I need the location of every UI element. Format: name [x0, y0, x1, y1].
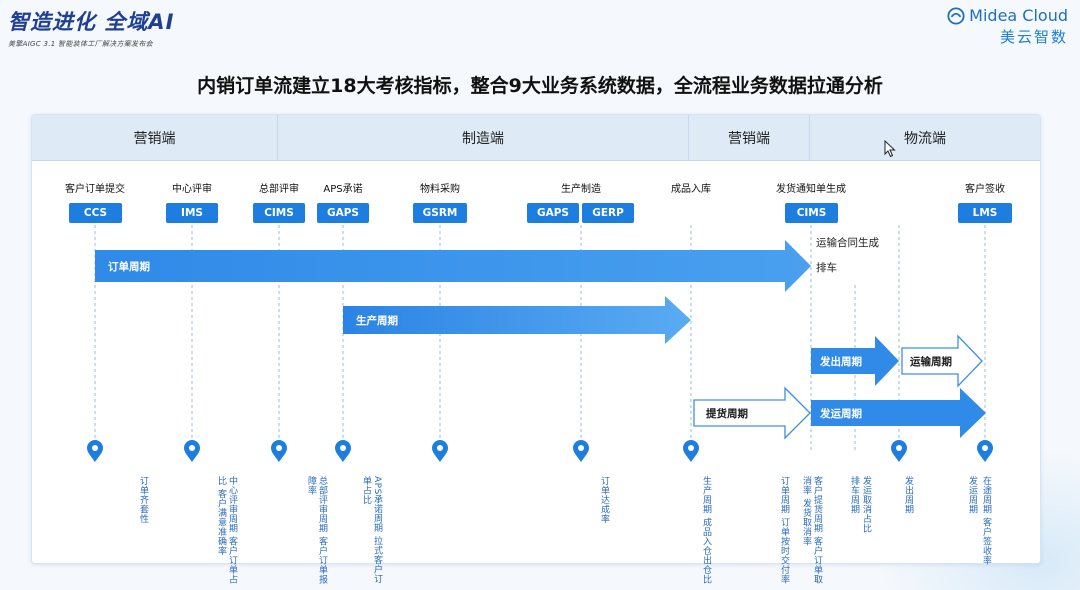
company-logo: Midea Cloud 美云智数: [947, 6, 1068, 47]
metric-text: 订单达成率: [599, 476, 609, 524]
system-badge-gaps: GAPS: [317, 203, 369, 223]
metric-column: 在途周期 客户签收率: [980, 476, 991, 565]
brand-name-cn: 美云智数: [999, 28, 1068, 46]
step-center-review: 中心评审: [172, 184, 212, 195]
metric-column: 中心评审周期 客户订单占比 客户满意准确率: [215, 476, 237, 590]
metric-text: 排车周期: [849, 476, 859, 514]
event-branding: 智造进化 全域AI 美擎AIGC 3.1 智能装体工厂解决方案发布会: [8, 6, 174, 49]
metric-column: APS承诺周期 拉式客户订单占比: [360, 476, 382, 590]
metric-text: 拉式客户订单占比: [361, 476, 382, 584]
metric-text: 客户订单占比: [216, 476, 237, 584]
location-pin-icon: [271, 440, 287, 462]
step-customer-sign: 客户签收: [965, 184, 1005, 195]
production-cycle-arrow: [343, 296, 691, 344]
metric-text: 订单周期: [779, 476, 789, 514]
metric-column: 客户提货周期 客户订单取消率 发货取消率: [800, 476, 822, 590]
metric-column: 总部评审周期 客户订单报障率: [305, 476, 327, 590]
production-cycle-label: 生产周期: [356, 314, 398, 327]
transport-arrow: [901, 334, 983, 388]
event-slogan: 智造进化 全域AI: [8, 10, 175, 34]
metric-text: 客户签收率: [981, 517, 991, 565]
order-cycle-label: 订单周期: [108, 260, 150, 273]
mouse-cursor-icon: [884, 140, 896, 158]
step-hq-review: 总部评审: [259, 184, 299, 195]
metric-text: 客户订单报障率: [306, 476, 327, 584]
metric-text: 订单按时交付率: [779, 517, 789, 584]
system-badge-lms: LMS: [958, 203, 1012, 223]
location-pin-icon: [87, 440, 103, 462]
system-badge-ccs: CCS: [69, 203, 122, 223]
metric-column: 订单达成率: [598, 476, 609, 524]
dispatch-ship-arrow: [811, 388, 986, 438]
location-pin-icon: [335, 440, 351, 462]
metric-column: 订单齐套性: [137, 476, 148, 524]
step-aps-commit: APS承诺: [323, 184, 363, 195]
pickup-label: 提货周期: [706, 407, 748, 420]
location-pin-icon: [184, 440, 200, 462]
metric-column: 发出周期: [902, 476, 913, 514]
note-scheduling: 排车: [816, 262, 837, 274]
system-badge-gerp: GERP: [582, 203, 634, 223]
step-warehousing: 成品入库: [671, 184, 711, 195]
section-marketing: 营销端: [32, 115, 278, 161]
metric-text: 客户提货周期: [812, 476, 822, 533]
metric-text: 生产周期: [701, 476, 711, 514]
location-pin-icon: [573, 440, 589, 462]
system-badge-cims-2: CIMS: [785, 203, 838, 223]
order-cycle-arrow: [95, 240, 811, 292]
metric-text: 总部评审周期: [317, 476, 327, 533]
system-badge-ims: IMS: [166, 203, 218, 223]
metric-column: 订单周期 订单按时交付率: [778, 476, 789, 584]
metric-text: 发货取消率: [801, 498, 811, 546]
metric-column: 生产周期 成品入仓出仓比: [700, 476, 711, 584]
metric-text: 客户满意准确率: [216, 488, 226, 556]
location-pin-icon: [432, 440, 448, 462]
dispatch-out-arrow: [811, 336, 899, 386]
metric-text: 中心评审周期: [227, 476, 237, 533]
metric-column: 发运取消占比: [860, 476, 871, 533]
system-badge-cims: CIMS: [253, 203, 305, 223]
step-shipping-notice: 发货通知单生成: [776, 184, 846, 195]
metric-text: 在途周期: [981, 476, 991, 514]
system-badge-gsrm: GSRM: [413, 203, 467, 223]
metric-text: 客户订单取消率: [801, 476, 822, 584]
step-material-purchase: 物料采购: [420, 184, 460, 195]
metric-text: 发运取消占比: [861, 476, 871, 533]
section-logistics: 物流端: [904, 131, 946, 147]
process-diagram-panel: [31, 114, 1041, 564]
step-order-submit: 客户订单提交: [65, 184, 125, 195]
midea-logo-icon: [947, 6, 965, 25]
location-pin-icon: [683, 440, 699, 462]
metric-text: 发出周期: [903, 476, 913, 514]
pickup-arrow: [693, 386, 811, 440]
system-badge-gaps-2: GAPS: [527, 203, 579, 223]
brand-name-en: Midea Cloud: [969, 6, 1068, 25]
location-pin-icon: [891, 440, 907, 462]
metric-column: 排车周期: [848, 476, 859, 514]
metric-text: 发运周期: [967, 476, 977, 514]
metric-column: 发运周期: [966, 476, 977, 514]
event-subtitle: 美擎AIGC 3.1 智能装体工厂解决方案发布会: [8, 40, 153, 48]
section-marketing-2: 营销端: [689, 115, 810, 161]
metric-text: 订单齐套性: [138, 476, 148, 524]
metric-text: APS承诺周期: [372, 476, 382, 533]
slide-title: 内销订单流建立18大考核指标，整合9大业务系统数据，全流程业务数据拉通分析: [197, 75, 883, 97]
section-header: 营销端 制造端 营销端 物流端: [32, 115, 1040, 161]
dispatch-ship-label: 发运周期: [819, 407, 862, 420]
section-manufacturing: 制造端: [278, 115, 689, 161]
metric-text: 成品入仓出仓比: [701, 517, 711, 584]
dispatch-out-label: 发出周期: [819, 355, 862, 368]
location-pin-icon: [977, 440, 993, 462]
step-production: 生产制造: [561, 184, 601, 195]
note-contract: 运输合同生成: [816, 237, 879, 249]
transport-label: 运输周期: [910, 355, 952, 368]
